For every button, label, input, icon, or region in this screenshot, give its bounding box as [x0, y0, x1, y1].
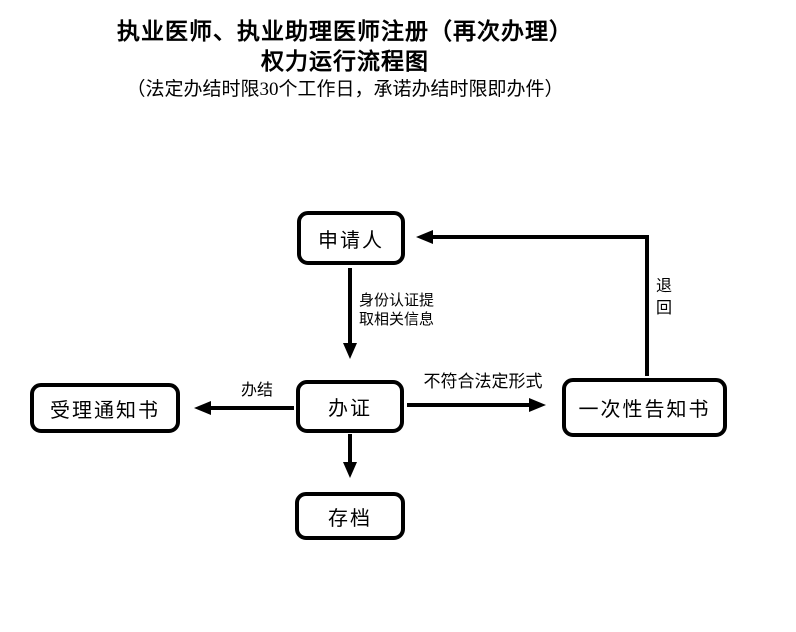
node-process-label: 办证: [328, 398, 372, 420]
page-subtitle: （法定办结时限30个工作日，承诺办结时限即办件）: [126, 79, 564, 100]
edge-label-identity-verification: 身份认证提取相关信息: [359, 293, 435, 328]
node-archive: 存档: [295, 492, 405, 540]
arrow-process-to-archive: [343, 434, 357, 478]
arrow-onetime-to-applicant: [416, 230, 649, 376]
node-archive-label: 存档: [328, 507, 372, 530]
node-acceptance-notice: 受理通知书: [30, 383, 180, 433]
title-block: 执业医师、执业助理医师注册（再次办理） 权力运行流程图 （法定办结时限30个工作…: [0, 17, 690, 103]
page-title-line1: 执业医师、执业助理医师注册（再次办理）: [117, 19, 573, 44]
arrow-process-to-onetime: [407, 398, 546, 412]
page-title-line2: 权力运行流程图: [261, 49, 429, 74]
arrow-applicant-to-process: [343, 268, 357, 359]
edge-label-return: 退回: [655, 278, 672, 317]
node-acceptance-notice-label: 受理通知书: [50, 399, 160, 422]
edge-label-not-legal-form: 不符合法定形式: [423, 372, 543, 391]
node-applicant-label: 申请人: [318, 229, 384, 252]
node-one-time-notice-label: 一次性告知书: [578, 399, 711, 421]
node-one-time-notice: 一次性告知书: [562, 378, 727, 437]
arrow-process-to-acceptance: [194, 401, 294, 415]
node-applicant: 申请人: [297, 211, 405, 265]
edge-label-complete: 办结: [240, 382, 273, 399]
node-process: 办证: [296, 380, 404, 433]
